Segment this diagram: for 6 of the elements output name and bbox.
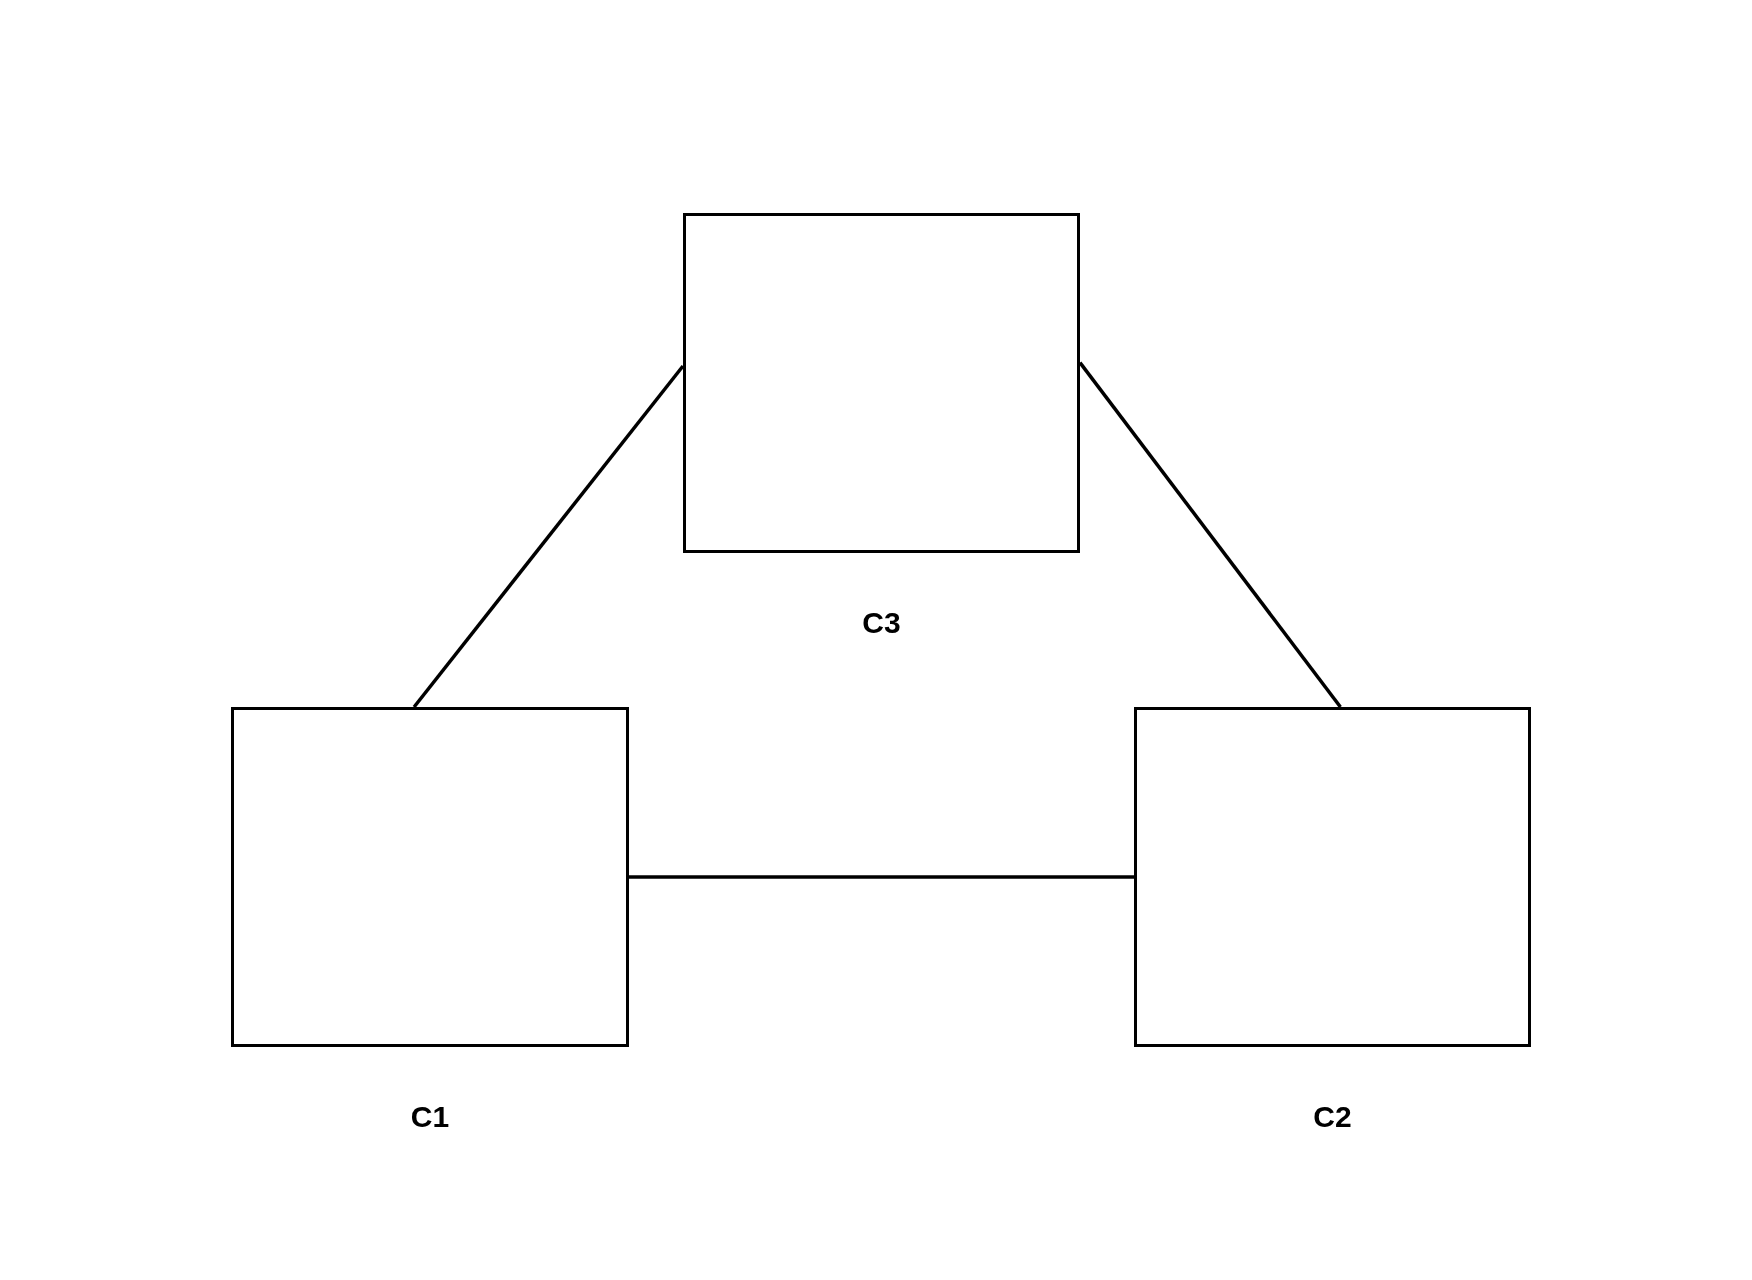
box-label: C2 bbox=[1313, 1099, 1352, 1135]
box-label: C1 bbox=[410, 1099, 450, 1135]
connector-line bbox=[629, 875, 1134, 879]
connector-line bbox=[412, 364, 685, 709]
box-label: C3 bbox=[862, 605, 901, 641]
connector-line bbox=[1078, 361, 1342, 709]
